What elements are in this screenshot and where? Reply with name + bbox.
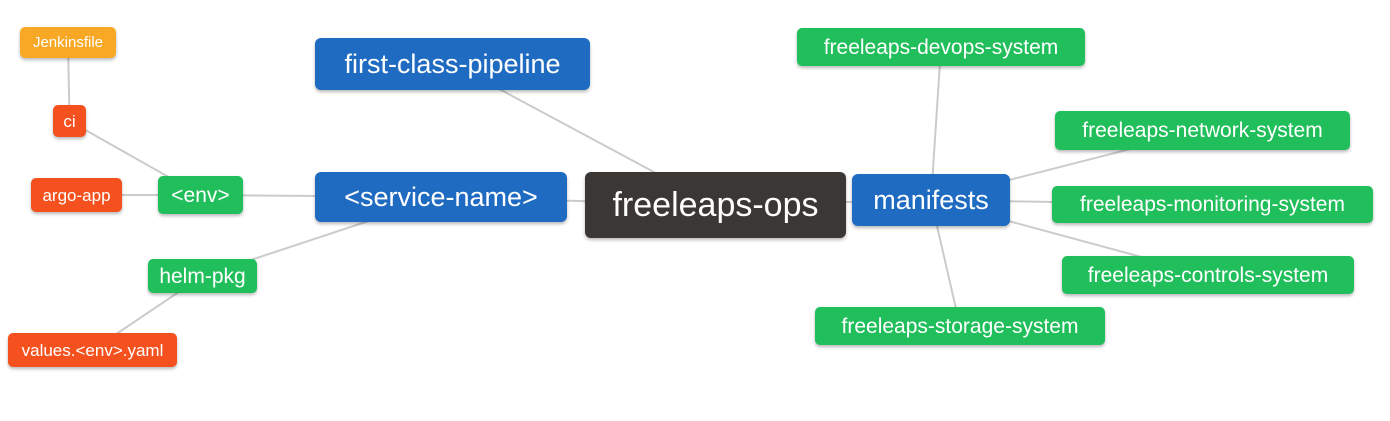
node-freeleaps-storage-system[interactable]: freeleaps-storage-system: [815, 307, 1105, 345]
node-jenkinsfile[interactable]: Jenkinsfile: [20, 27, 116, 58]
node-freeleaps-network-system[interactable]: freeleaps-network-system: [1055, 111, 1350, 150]
node-freeleaps-monitoring-system[interactable]: freeleaps-monitoring-system: [1052, 186, 1373, 223]
node-label: manifests: [873, 184, 989, 215]
node-freeleaps-ops[interactable]: freeleaps-ops: [585, 172, 846, 238]
node-label: Jenkinsfile: [32, 34, 104, 51]
node-label: values.<env>.yaml: [21, 340, 164, 360]
node-label: freeleaps-controls-system: [1087, 263, 1329, 287]
node-label: ci: [63, 111, 76, 131]
node-helm-pkg[interactable]: helm-pkg: [148, 259, 257, 293]
node-label: first-class-pipeline: [344, 48, 561, 79]
node-manifests[interactable]: manifests: [852, 174, 1010, 226]
node-ci[interactable]: ci: [53, 105, 86, 137]
node-freeleaps-devops-system[interactable]: freeleaps-devops-system: [797, 28, 1085, 66]
node-label: freeleaps-devops-system: [823, 35, 1059, 59]
node-label: freeleaps-monitoring-system: [1080, 193, 1345, 216]
node-values-env-yaml[interactable]: values.<env>.yaml: [8, 333, 177, 367]
node-label: argo-app: [42, 185, 111, 205]
node-env[interactable]: <env>: [158, 176, 243, 214]
node-label: freeleaps-ops: [612, 186, 819, 224]
node-label: freeleaps-storage-system: [841, 314, 1079, 338]
node-label: <env>: [171, 183, 230, 207]
node-label: <service-name>: [344, 181, 538, 212]
node-argo-app[interactable]: argo-app: [31, 178, 122, 212]
node-freeleaps-controls-system[interactable]: freeleaps-controls-system: [1062, 256, 1354, 294]
node-first-class-pipeline[interactable]: first-class-pipeline: [315, 38, 590, 90]
node-label: helm-pkg: [159, 264, 246, 288]
node-label: freeleaps-network-system: [1082, 119, 1323, 142]
node-service-name[interactable]: <service-name>: [315, 172, 567, 222]
